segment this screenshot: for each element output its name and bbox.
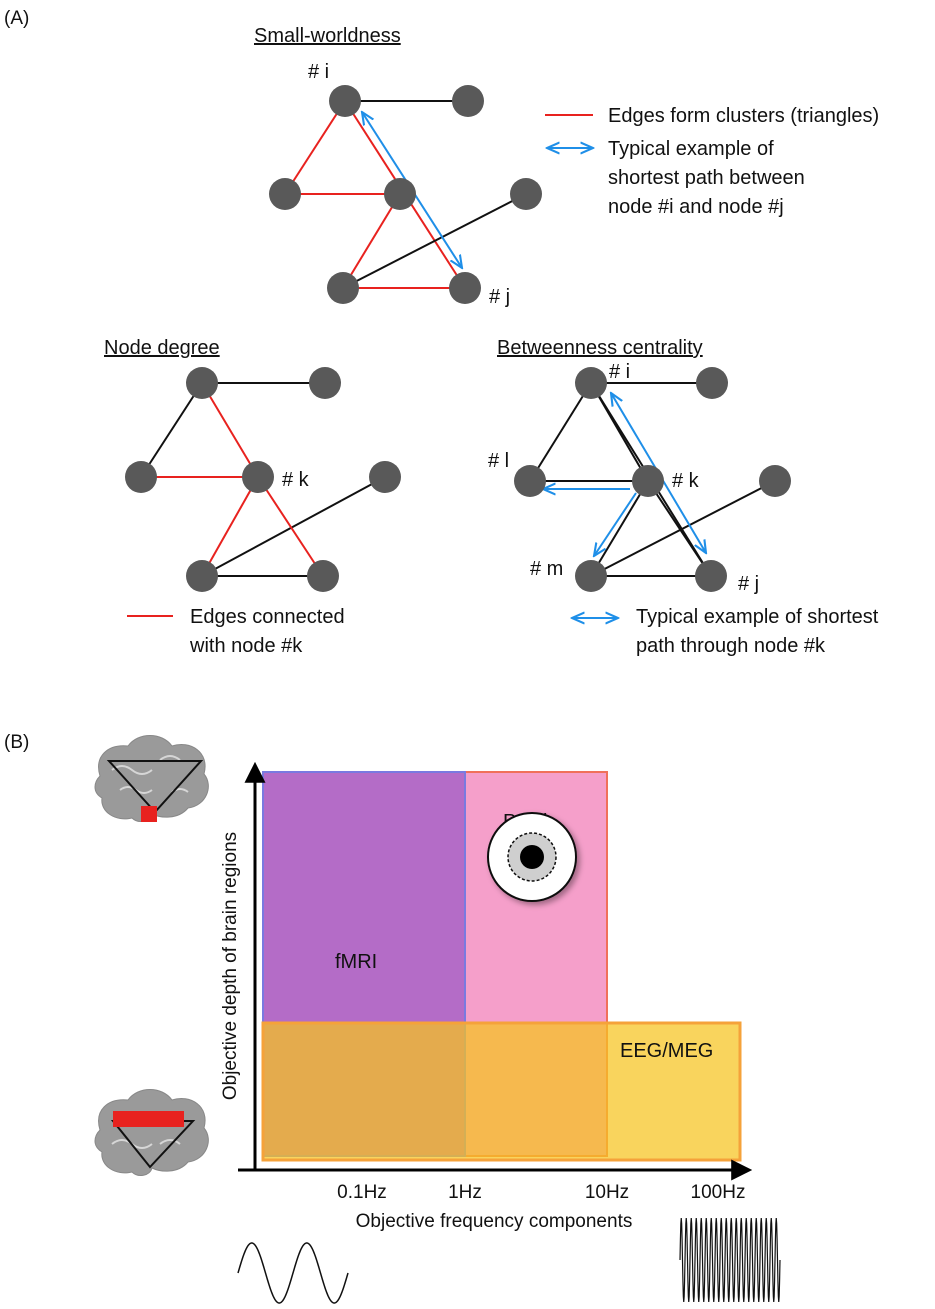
node-l-label: # l	[488, 450, 509, 472]
x-axis-label: Objective frequency components	[356, 1211, 633, 1232]
legend-betweenness-line2: path through node #k	[636, 635, 826, 657]
eeg-meg-region	[261, 1021, 742, 1162]
betweenness-title: Betweenness centrality	[497, 337, 703, 359]
small-world-nodes	[269, 85, 542, 304]
shallow-brain-icon	[94, 1089, 209, 1176]
panel-b-label: (B)	[4, 732, 29, 753]
red-cluster-edges	[284, 100, 466, 289]
legend-degree-line1: Edges connected	[190, 606, 345, 628]
betweenness-nodes	[514, 367, 791, 592]
node-k-label: # k	[672, 470, 700, 492]
node-degree-nodes	[125, 367, 401, 592]
eeg-meg-label: EEG/MEG	[620, 1040, 713, 1062]
panel-a-label: (A)	[4, 8, 29, 29]
y-axis-label: Objective depth of brain regions	[220, 832, 241, 1100]
legend-path-line2: shortest path between	[608, 167, 805, 189]
legend-degree-line2: with node #k	[189, 635, 303, 657]
x-tick-0.1hz: 0.1Hz	[337, 1182, 387, 1203]
betweenness-network: Betweenness centrality # i # l # k # m	[488, 337, 879, 657]
x-tick-100hz: 100Hz	[691, 1182, 746, 1203]
node-i-label: # i	[609, 361, 630, 383]
node-i-label: # i	[308, 61, 329, 83]
red-degree-edges	[141, 382, 324, 577]
node-j-label: # j	[738, 573, 759, 595]
fast-wave-icon	[679, 1217, 781, 1303]
legend-path-line1: Typical example of	[608, 138, 774, 160]
deep-brain-icon	[94, 735, 209, 822]
fmri-label: fMRI	[335, 951, 377, 973]
x-tick-10hz: 10Hz	[585, 1182, 629, 1203]
slow-wave-icon	[237, 1242, 349, 1304]
small-world-title: Small-worldness	[254, 25, 401, 47]
small-world-network: Small-worldness # i # j Edges form clust…	[254, 25, 879, 308]
black-edges	[140, 382, 386, 577]
legend-path-line3: node #i and node #j	[608, 196, 784, 218]
eye-icon	[487, 812, 577, 902]
legend-betweenness-line1: Typical example of shortest	[636, 606, 879, 628]
node-m-label: # m	[530, 558, 563, 580]
node-degree-title: Node degree	[104, 337, 220, 359]
x-tick-1hz: 1Hz	[448, 1182, 482, 1203]
node-j-label: # j	[489, 286, 510, 308]
legend-cluster-text: Edges form clusters (triangles)	[608, 105, 879, 127]
node-degree-network: Node degree # k Edges connected with nod…	[104, 337, 401, 657]
node-k-label: # k	[282, 469, 310, 491]
